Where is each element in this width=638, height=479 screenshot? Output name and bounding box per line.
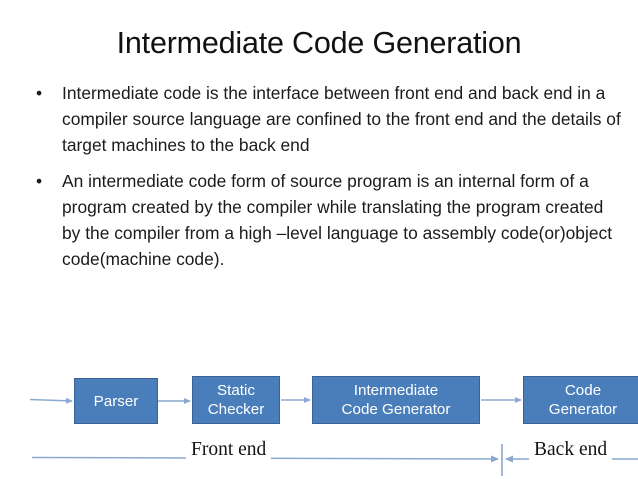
list-item-text: An intermediate code form of source prog… [62, 170, 613, 270]
pipeline-stage-intermediate-code-generator[interactable]: Intermediate Code Generator [312, 376, 480, 424]
bullet-marker-icon: • [36, 170, 43, 191]
flow-connectors [29, 397, 522, 404]
front-end-label: Front end [186, 438, 272, 462]
list-item: • Intermediate code is the interface bet… [22, 80, 622, 159]
list-item: • An intermediate code form of source pr… [22, 168, 622, 273]
compiler-pipeline-diagram: Parser Static Checker Intermediate Code … [0, 360, 638, 479]
back-end-label: Back end [529, 438, 613, 462]
page-title: Intermediate Code Generation [116, 26, 522, 60]
pipeline-stage-static-checker[interactable]: Static Checker [192, 376, 280, 424]
bullet-marker-icon: • [36, 83, 43, 103]
pipeline-stage-code-generator[interactable]: Code Generator [523, 376, 638, 424]
list-item-text: Intermediate code is the interface betwe… [62, 83, 621, 156]
pipeline-stage-parser[interactable]: Parser [74, 378, 158, 424]
bullet-list: • Intermediate code is the interface bet… [22, 80, 622, 281]
